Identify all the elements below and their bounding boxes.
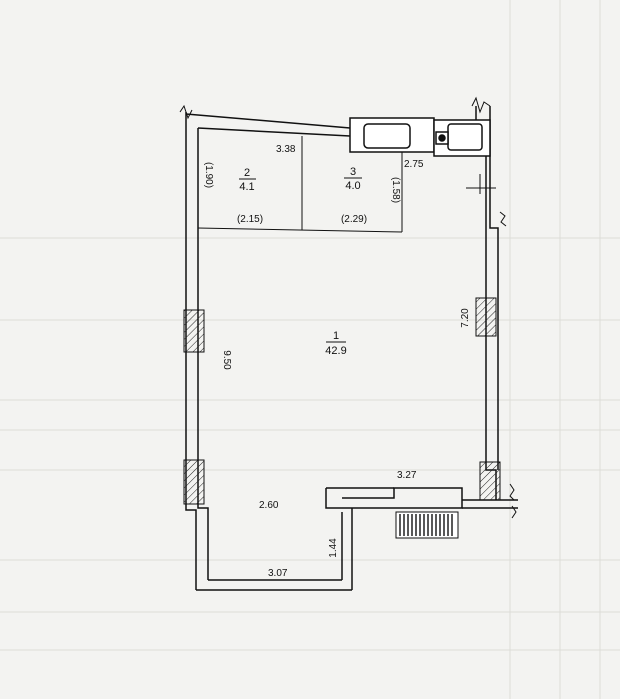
dim-bottom-step: 3.27 [397,470,417,481]
dim-left-wall: 9.50 [221,350,232,370]
room-1-area: 42.9 [325,345,346,357]
room-3-number: 3 [350,166,356,178]
burner-icon [438,134,446,142]
dim-room2-height: (1.90) [203,162,214,188]
stove-icon [447,123,483,151]
room-2-number: 2 [244,167,250,179]
dim-top-wall: 3.38 [276,144,296,155]
right-wall-inner [489,106,499,470]
dim-right-wall: 7.20 [460,308,471,328]
windows [183,297,501,505]
break-marks [179,96,517,519]
radiator-grille [395,511,459,539]
room-labels: 2 4.1 3 4.0 1 42.9 [239,166,362,357]
sink-icon [363,123,411,149]
dim-stove-offset: 2.75 [404,159,424,170]
partition-horizontal [197,227,403,233]
dim-bottom-inner: 2.60 [259,500,279,511]
dim-room2-width: (2.15) [237,214,263,225]
kitchen-fixtures [349,117,491,157]
window-left-upper [183,309,205,353]
break-mark-bottom-2 [511,505,517,519]
room-3-area: 4.0 [345,180,360,192]
room-2-label: 2 4.1 [239,167,256,193]
break-mark-left [179,104,193,120]
break-mark-right [471,96,491,114]
dimension-labels: 3.38 (1.90) (2.15) (1.58) (2.29) 2.75 9.… [203,144,471,579]
break-mark-right-mid [499,211,507,227]
room-1-label: 1 42.9 [325,330,346,357]
break-mark-bottom [509,483,515,501]
room-3-label: 3 4.0 [344,166,362,192]
dim-room3-width: (2.29) [341,214,367,225]
walls [185,106,518,591]
grille-frame [395,511,459,539]
top-wall-outer [185,113,351,129]
window-right-upper [475,297,497,337]
dim-bay-height: 1.44 [328,538,339,558]
window-left-lower [183,459,205,505]
dim-room3-height: (1.58) [390,177,401,203]
window-right-lower [479,461,501,501]
dim-bottom-wall: 3.07 [268,568,288,579]
step-ledge [325,487,463,509]
left-wall-inner [197,128,209,580]
top-wall-inner [197,127,351,137]
room-1-number: 1 [333,330,339,342]
room-2-area: 4.1 [239,181,254,193]
